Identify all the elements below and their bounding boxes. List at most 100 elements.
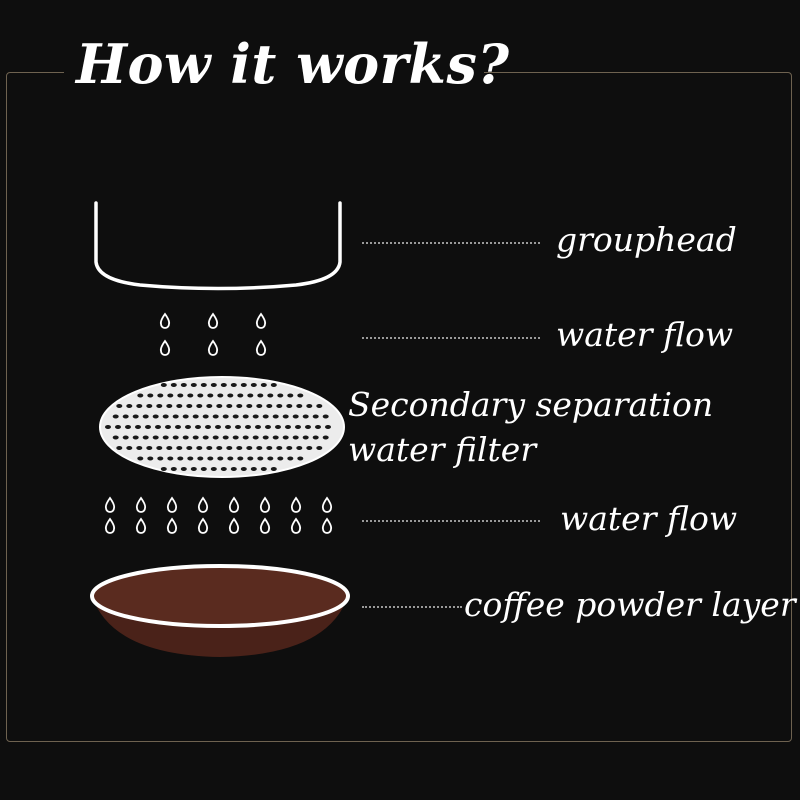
water-drop-icon (207, 312, 219, 329)
filter-hole (240, 467, 247, 471)
filter-hole (146, 404, 153, 408)
filter-hole (176, 446, 183, 450)
label-coffee-layer: coffee powder layer (464, 585, 796, 624)
filter-hole (227, 393, 234, 398)
water-drop-icon (228, 517, 240, 534)
filter-hole (125, 425, 131, 429)
filter-hole (276, 404, 283, 408)
filter-hole (287, 393, 294, 398)
filter-hole (266, 404, 273, 408)
label-filter-line1: Secondary separation (348, 385, 714, 424)
water-drop-icon (290, 517, 302, 534)
filter-hole (192, 414, 199, 419)
filter-hole (172, 435, 179, 440)
filter-hole (116, 446, 123, 450)
filter-hole (260, 383, 267, 387)
water-drop-icon (159, 339, 171, 356)
filter-hole (247, 456, 254, 461)
filter-hole (195, 425, 201, 429)
filter-hole (297, 456, 304, 461)
filter-hole (145, 425, 151, 429)
filter-disc (99, 376, 345, 478)
filter-hole (235, 425, 241, 429)
filter-hole (282, 414, 289, 419)
filter-hole (132, 414, 139, 419)
filter-hole (306, 404, 313, 408)
filter-hole (137, 393, 144, 398)
water-drop-icon (159, 312, 171, 329)
filter-hole (322, 435, 329, 440)
filter-hole (256, 446, 263, 450)
grouphead-shape (94, 201, 342, 291)
filter-hole (316, 446, 323, 450)
water-drops-lower (104, 496, 333, 534)
filter-hole (270, 383, 277, 387)
filter-hole (272, 414, 279, 419)
filter-hole (230, 383, 237, 387)
water-drop-icon (321, 517, 333, 534)
filter-hole (265, 425, 271, 429)
filter-hole (212, 414, 219, 419)
filter-hole (190, 383, 197, 387)
filter-hole (187, 456, 194, 461)
filter-hole (170, 383, 177, 387)
filter-hole (206, 446, 213, 450)
filter-hole (206, 404, 213, 408)
filter-hole (200, 467, 207, 471)
filter-hole (245, 425, 251, 429)
filter-hole (247, 393, 254, 398)
filter-hole (226, 404, 233, 408)
page-title: How it works? (76, 32, 510, 96)
filter-hole (176, 404, 183, 408)
filter-hole (177, 393, 184, 398)
filter-hole (322, 414, 329, 419)
coffee-bowl (90, 564, 350, 657)
water-drop-icon (104, 496, 116, 513)
filter-hole (226, 446, 233, 450)
filter-hole (147, 393, 154, 398)
filter-hole (287, 456, 294, 461)
filter-hole (170, 467, 177, 471)
filter-hole (220, 467, 227, 471)
filter-hole (180, 383, 187, 387)
water-drop-icon (135, 496, 147, 513)
filter-hole (230, 467, 237, 471)
water-drop-icon (166, 517, 178, 534)
filter-hole (166, 404, 173, 408)
filter-hole (175, 425, 181, 429)
filter-hole (236, 404, 243, 408)
filter-hole (306, 446, 313, 450)
label-grouphead: grouphead (556, 220, 737, 259)
filter-hole (275, 425, 281, 429)
filter-hole (216, 404, 223, 408)
water-drop-icon (228, 496, 240, 513)
filter-hole (210, 383, 217, 387)
filter-hole (157, 393, 164, 398)
filter-hole (210, 467, 217, 471)
filter-hole (250, 467, 257, 471)
filter-hole (295, 425, 301, 429)
filter-hole (207, 393, 214, 398)
filter-hole (240, 383, 247, 387)
filter-hole (312, 435, 319, 440)
filter-hole (167, 456, 174, 461)
water-drop-icon (166, 496, 178, 513)
water-drop-icon (321, 496, 333, 513)
water-drop-icon (197, 517, 209, 534)
filter-hole (162, 414, 169, 419)
filter-hole (187, 393, 194, 398)
filter-hole (157, 456, 164, 461)
filter-hole (257, 456, 264, 461)
water-drop-icon (290, 496, 302, 513)
filter-hole (282, 435, 289, 440)
label-filter-line2: water filter (348, 430, 537, 469)
filter-hole (256, 404, 263, 408)
filter-hole (122, 435, 129, 440)
filter-hole (216, 446, 223, 450)
filter-hole (250, 383, 257, 387)
title-background (64, 50, 484, 94)
water-drop-icon (255, 339, 267, 356)
filter-hole (165, 425, 171, 429)
filter-hole (152, 435, 159, 440)
